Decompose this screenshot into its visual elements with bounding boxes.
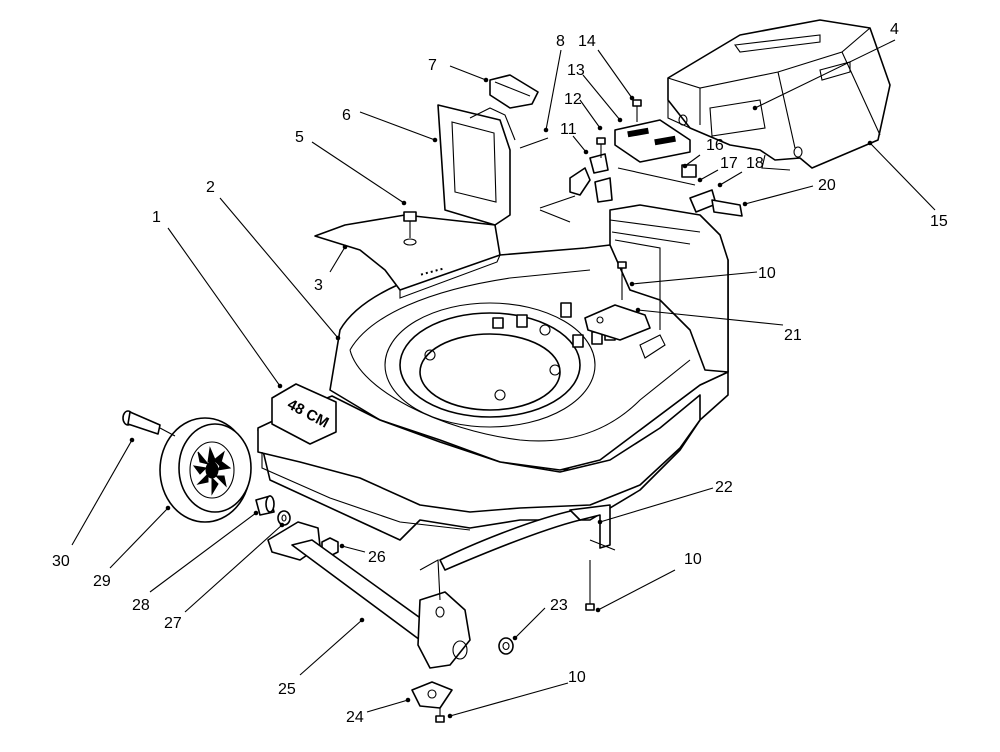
callout-20: 20: [818, 177, 836, 194]
front-wheel: [159, 417, 252, 523]
baffle-plate: ▪ ▪ ▪ ▪ ▪: [314, 214, 501, 299]
callout-5: 5: [295, 129, 304, 146]
wheel-spacer: [255, 495, 275, 516]
callout-12: 12: [564, 91, 582, 108]
callout-7: 7: [428, 57, 437, 74]
hinge-cover: [614, 119, 691, 163]
callout-16: 16: [706, 137, 724, 154]
bracket-21: [584, 261, 651, 341]
callout-4: 4: [890, 21, 899, 38]
axle-bolt: [122, 410, 176, 437]
callout-1: 1: [152, 209, 161, 226]
callout-18: 18: [746, 155, 764, 172]
callout-6: 6: [342, 107, 351, 124]
rear-flap: [667, 19, 891, 171]
callout-2: 2: [206, 179, 215, 196]
callout-27: 27: [164, 615, 182, 632]
screw-14: [632, 99, 642, 122]
callout-labels: 1 2 3 4 5 6 7 8 14 13 12 11 16 17 18 20 …: [52, 21, 948, 726]
handle-block: [489, 74, 539, 109]
callout-24: 24: [346, 709, 364, 726]
mower-deck: 48 CM: [257, 204, 729, 541]
washer: [277, 510, 291, 526]
bolt-5: [403, 211, 417, 246]
hinge-pin: [519, 137, 549, 149]
callout-25: 25: [278, 681, 296, 698]
callout-28: 28: [132, 597, 150, 614]
height-adjust-bar: [439, 504, 616, 571]
nut-23: [498, 637, 514, 655]
callout-10-right: 10: [684, 551, 702, 568]
callout-23: 23: [550, 597, 568, 614]
callout-17: 17: [720, 155, 738, 172]
chute-door: [437, 104, 516, 226]
screw-10-lower: [435, 708, 445, 723]
screw-12: [596, 137, 606, 158]
rear-door-bracket: [539, 153, 613, 223]
callout-3: 3: [314, 277, 323, 294]
callout-29: 29: [93, 573, 111, 590]
screw-10-right: [585, 560, 595, 611]
callout-11: 11: [560, 121, 577, 138]
leader-lines: [71, 39, 936, 719]
callout-8: 8: [556, 33, 565, 50]
callout-30: 30: [52, 553, 70, 570]
adjust-plate: [411, 681, 453, 709]
callout-13: 13: [567, 62, 585, 79]
callout-14: 14: [578, 33, 596, 50]
callout-22: 22: [715, 479, 733, 496]
callout-10-lower: 10: [568, 669, 586, 686]
hinge-rod: [617, 164, 743, 217]
callout-26: 26: [368, 549, 386, 566]
callout-15: 15: [930, 213, 948, 230]
callout-21: 21: [784, 327, 802, 344]
axle-assembly: [267, 521, 471, 669]
callout-10-upper: 10: [758, 265, 776, 282]
